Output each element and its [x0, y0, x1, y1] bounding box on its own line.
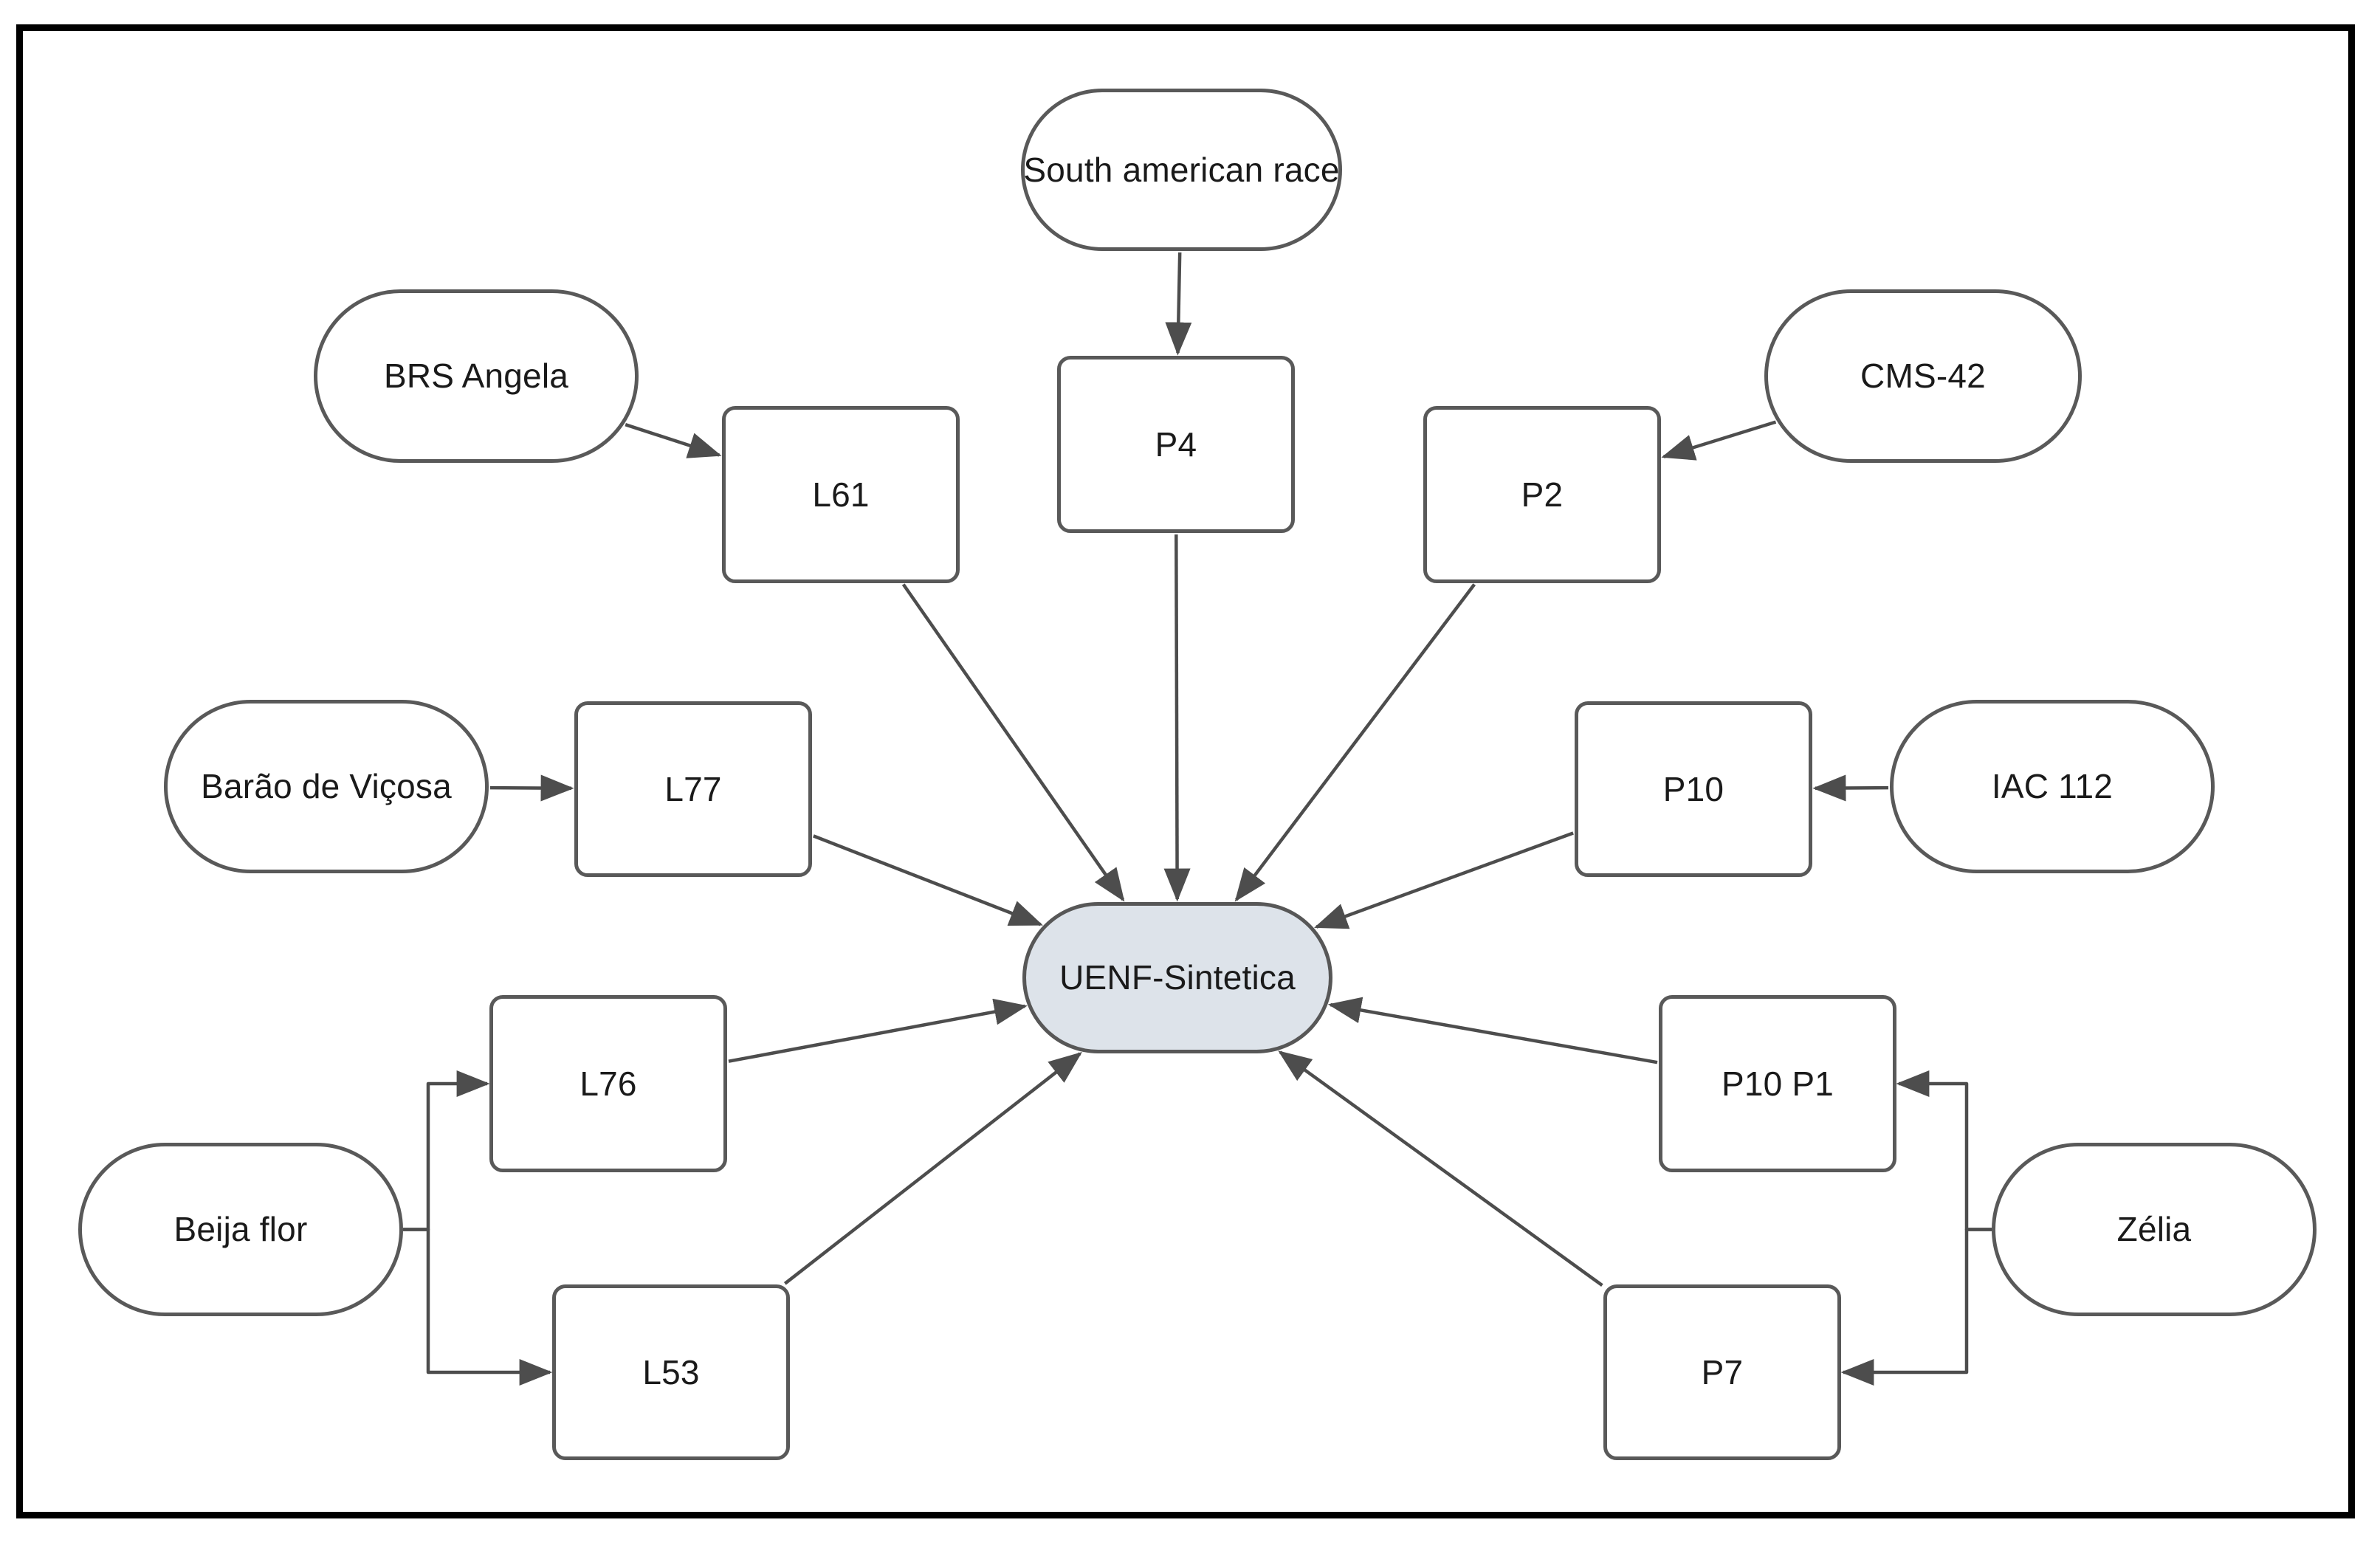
node-l61[interactable]: L61 [722, 406, 960, 583]
node-label-cms-42: CMS-42 [1860, 357, 1986, 396]
node-iac-112[interactable]: IAC 112 [1890, 700, 2215, 873]
node-label-beija-flor: Beija flor [173, 1210, 308, 1249]
node-label-iac-112: IAC 112 [1991, 767, 2114, 806]
node-label-p10-p1: P10 P1 [1721, 1064, 1834, 1103]
node-label-brs-angela: BRS Angela [383, 357, 569, 396]
node-p10[interactable]: P10 [1575, 701, 1812, 877]
node-p4[interactable]: P4 [1057, 356, 1295, 533]
node-label-l53: L53 [642, 1352, 700, 1392]
node-label-zelia: Zélia [2116, 1210, 2192, 1249]
node-label-l76: L76 [579, 1064, 637, 1103]
node-p7[interactable]: P7 [1603, 1284, 1841, 1460]
node-beija-flor[interactable]: Beija flor [78, 1143, 403, 1316]
node-l53[interactable]: L53 [552, 1284, 790, 1460]
node-label-p4: P4 [1155, 424, 1197, 464]
node-label-barao-de-vicosa: Barão de Viçosa [201, 767, 452, 806]
node-l77[interactable]: L77 [574, 701, 812, 877]
node-label-p10: P10 [1662, 769, 1724, 808]
node-p2[interactable]: P2 [1423, 406, 1661, 583]
node-barao-de-vicosa[interactable]: Barão de Viçosa [164, 700, 489, 873]
node-south-american-race[interactable]: South american race [1021, 89, 1342, 251]
node-label-p7: P7 [1701, 1352, 1744, 1392]
node-uenf-sintetica[interactable]: UENF-Sintetica [1022, 902, 1332, 1053]
node-p10-p1[interactable]: P10 P1 [1659, 995, 1896, 1172]
node-label-uenf-sintetica: UENF-Sintetica [1059, 958, 1296, 997]
node-zelia[interactable]: Zélia [1992, 1143, 2317, 1316]
node-label-l61: L61 [812, 475, 870, 514]
node-label-south-american-race: South american race [1023, 150, 1340, 189]
diagram-border-frame [16, 24, 2355, 1518]
node-label-p2: P2 [1521, 475, 1564, 514]
node-brs-angela[interactable]: BRS Angela [314, 289, 639, 463]
node-l76[interactable]: L76 [489, 995, 727, 1172]
node-label-l77: L77 [664, 769, 722, 808]
node-cms-42[interactable]: CMS-42 [1764, 289, 2082, 463]
